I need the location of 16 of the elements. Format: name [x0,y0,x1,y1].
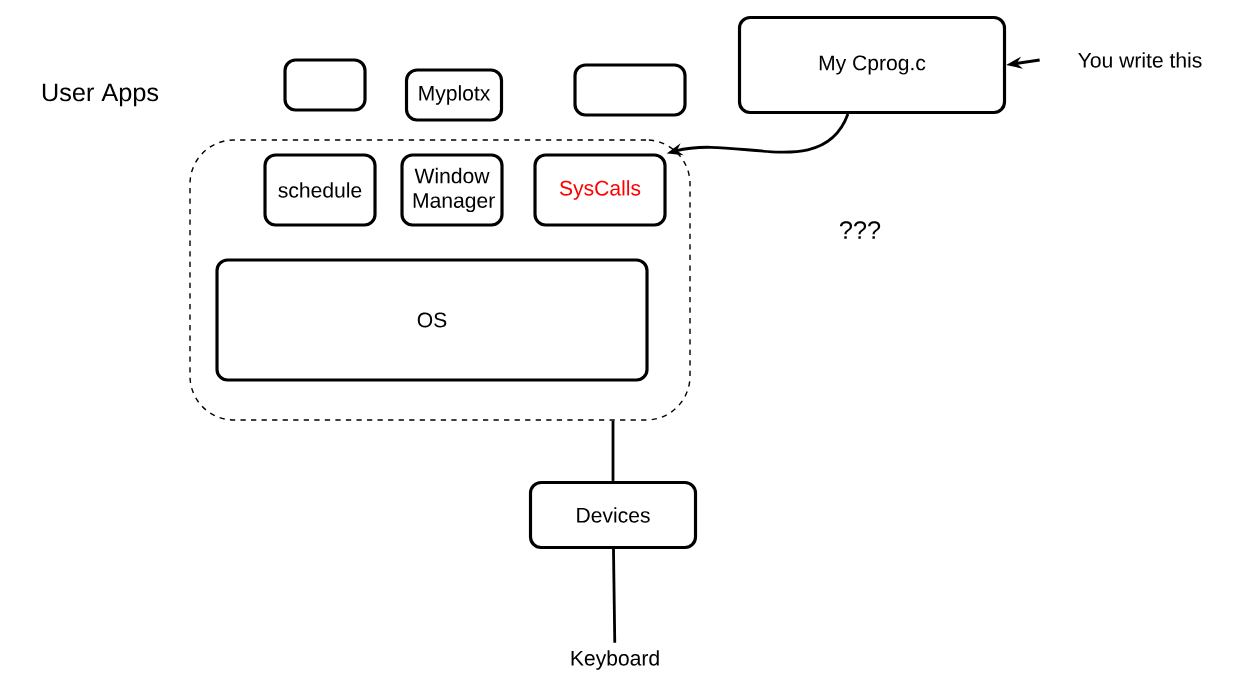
module-box: schedule [263,153,377,227]
connector [611,420,615,481]
module-box: SysCalls [533,153,667,227]
os-box: OS [215,258,649,382]
device-box: Devices [528,480,698,550]
bare-text: Keyboard [571,650,659,670]
app-box [573,63,687,117]
connector [612,549,617,643]
app-box: Myplotx [404,68,504,122]
question-marks: ??? [839,221,881,239]
app-box [283,58,367,112]
note-text: You write this [1078,52,1202,68]
module-box: Window Manager [400,153,504,227]
program-box: My Cprog.c [737,15,1007,115]
side-label: User Apps [42,83,159,107]
dashed-region [189,139,691,421]
